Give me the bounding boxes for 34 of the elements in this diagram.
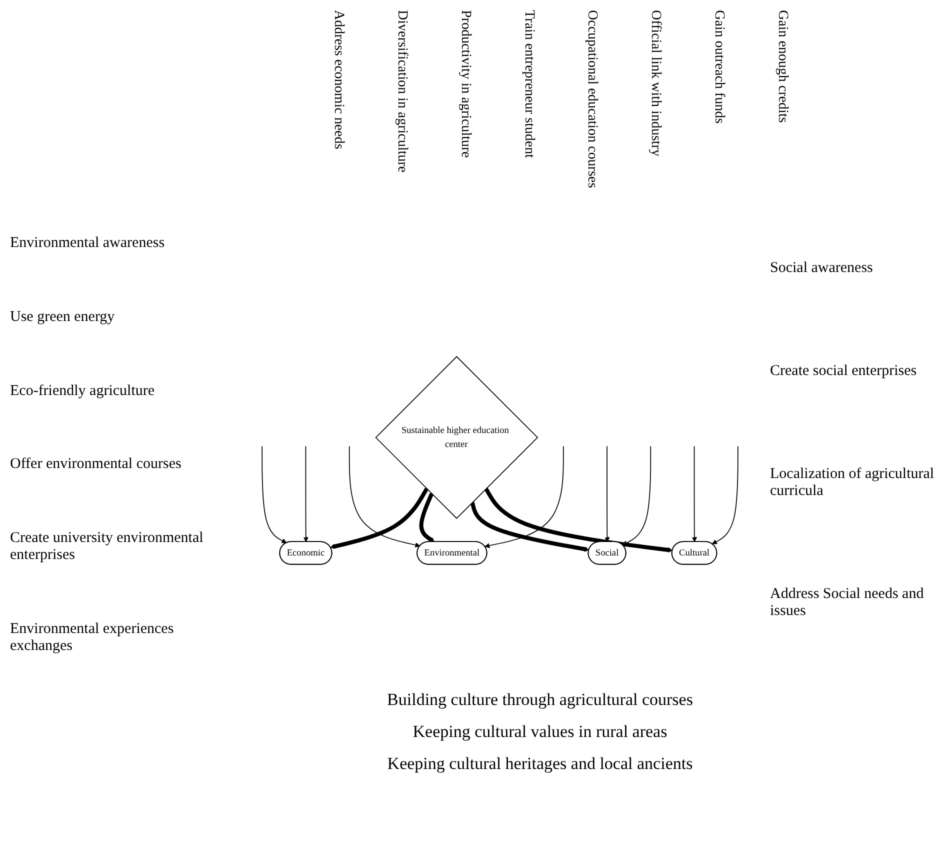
item-text: Environmental experiences exchanges [10,620,175,655]
arrow [470,501,590,552]
arrow [484,487,673,552]
item-text: Social awareness [770,260,874,277]
arrow [330,487,428,548]
item-text: Official link with industry [647,10,664,158]
item-text: Localization of agricultural curricula [770,466,935,500]
arrow [419,492,435,542]
arrow [692,445,697,542]
item-text: Create university environmental enterprises [10,530,204,564]
arrow [712,445,738,544]
item-text: Environmental awareness [10,235,166,252]
arrow [604,445,610,542]
item-text: Eco-friendly agriculture [10,382,156,400]
item-text: Gain outreach funds [710,10,727,126]
item-text: Building culture through agricultural courses [387,690,693,710]
item-text: Gain enough credits [774,10,790,125]
arrow [262,445,287,543]
item-text: Keeping cultural values in rural areas [412,722,668,742]
item-text: Use green energy [10,308,116,326]
arrow [303,445,308,542]
item-text: Productivity in agriculture [456,10,473,160]
item-text: Keeping cultural heritages and local ancients [387,754,693,774]
node-diamond: Sustainable higher education center [375,356,538,518]
arrow [622,445,652,545]
item-text: Offer environmental courses [10,456,182,474]
arrow [348,445,420,547]
item-text: Address economic needs [330,10,346,152]
item-text: Create social enterprises [770,363,918,380]
item-text: Address Social needs and issues [770,586,925,620]
item-text: Diversification in agriculture [393,10,410,174]
item-text: Train entrepreneur student [520,10,536,160]
item-text: Occupational education courses [584,10,600,190]
arrow [484,445,564,548]
